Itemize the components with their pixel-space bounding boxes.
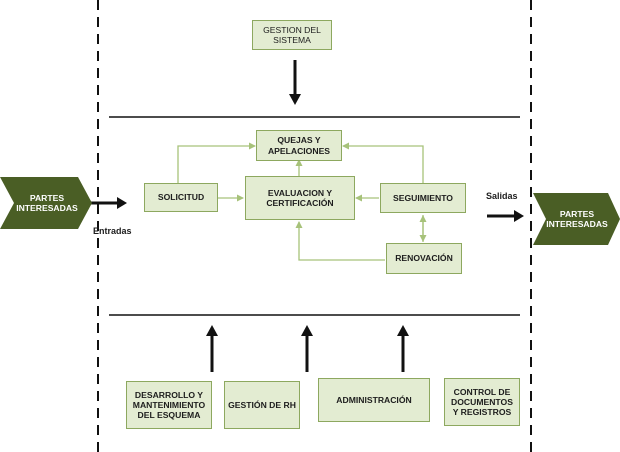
interested-parties-right-label: PARTES INTERESADAS [546,208,608,229]
support-up-arrow [206,325,218,372]
outputs-arrow [487,210,524,222]
complaints-appeals-box: QUEJAS Y APELACIONES [256,130,342,161]
flow-connector [177,142,256,183]
flow-connector [342,142,424,183]
flow-connector [295,221,385,261]
interested-parties-left-label: PARTES INTERESADAS [16,192,78,213]
followup-box: SEGUIMIENTO [380,183,466,213]
scheme-development-box: DESARROLLO Y MANTENIMIENTO DEL ESQUEMA [126,381,212,429]
renewal-box: RENOVACIÓN [386,243,462,274]
management-down-arrow [289,60,301,105]
administration-box: ADMINISTRACIÓN [318,378,430,422]
evaluation-certification-box: EVALUACION Y CERTIFICACIÓN [245,176,355,220]
outputs-label: Salidas [486,191,518,201]
inputs-label: Entradas [93,226,132,236]
request-box: SOLICITUD [144,183,218,212]
support-up-arrow [301,325,313,372]
interested-parties-right-shape [533,193,620,245]
system-management-box: GESTION DEL SISTEMA [252,20,332,50]
hr-management-box: GESTIÓN DE RH [224,381,300,429]
support-up-arrow [397,325,409,372]
interested-parties-left-shape [0,177,92,229]
inputs-arrow [88,197,127,209]
document-control-box: CONTROL DE DOCUMENTOS Y REGISTROS [444,378,520,426]
